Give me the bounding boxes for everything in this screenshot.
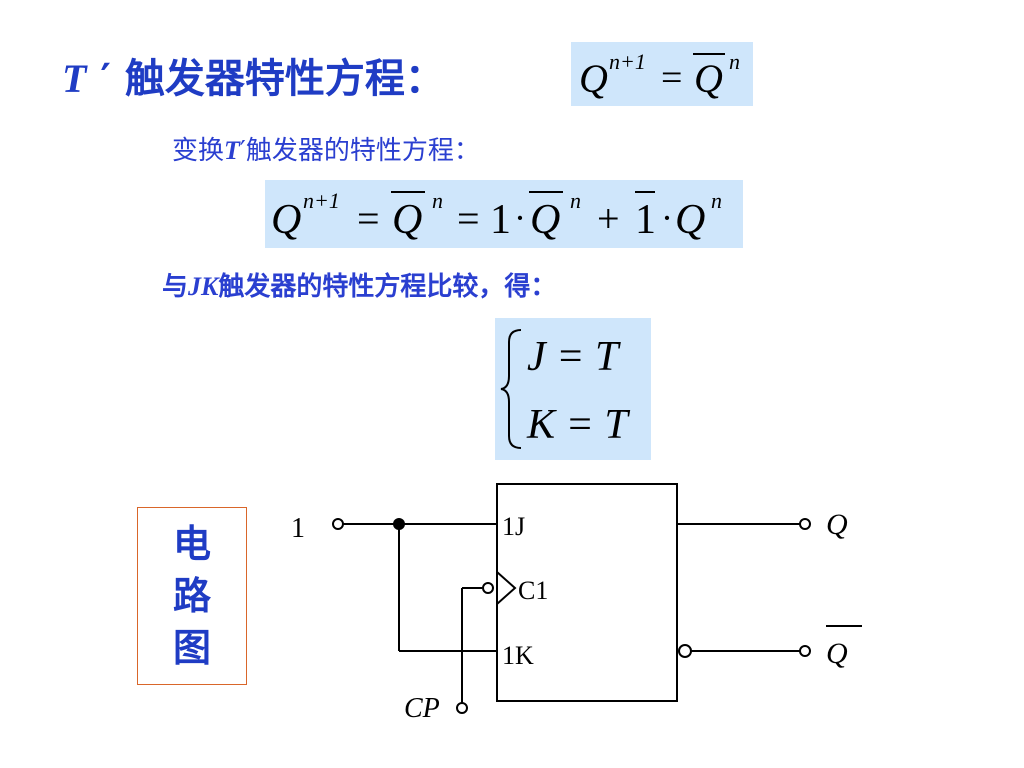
clock-triangle-icon [496, 571, 517, 605]
eq-dot: · [514, 198, 526, 238]
q-output-label: Q [826, 508, 848, 541]
eq-q: Q [271, 197, 301, 243]
qbar-inversion-bubble [678, 644, 692, 658]
clock-terminal [456, 702, 468, 714]
system-line-1: J = T [527, 334, 621, 380]
qbar-terminal [799, 645, 811, 657]
pin-c1-label: C1 [518, 576, 548, 605]
subtitle: 变换T′触发器的特性方程： [172, 130, 480, 167]
brace-icon [500, 329, 522, 449]
eq-qbar-2: Q [530, 197, 560, 243]
main-equation: Q n+1 = Q n = 1 · Q n + 1 · Q n [271, 188, 722, 243]
subtitle-prime: ′ [239, 136, 246, 166]
circuit-label-char-3: 图 [172, 626, 211, 670]
pin-1j-label: 1J [502, 512, 525, 541]
title-equation: Q n+1 = Q n [579, 49, 740, 101]
circuit-label: 电 路 图 [137, 507, 247, 685]
eq-qbar: Q [392, 197, 422, 243]
eq-equals-2: = [457, 196, 480, 241]
subtitle-var: T [224, 136, 240, 165]
eq-superscript: n+1 [609, 49, 646, 74]
eq-dot-2: · [661, 198, 673, 238]
circuit-label-char-2: 路 [172, 574, 211, 618]
eq-superscript-n: n [729, 49, 740, 74]
subtitle-prefix: 变换 [172, 136, 225, 166]
eq-q-2: Q [675, 197, 705, 243]
title-prime: ′ [100, 56, 111, 102]
eq-superscript: n+1 [303, 188, 340, 213]
compare-suffix: 触发器的特性方程比较，得： [218, 272, 557, 302]
eq-equals: = [357, 196, 380, 241]
circuit-label-char-1: 电 [172, 522, 211, 566]
system-equation: J = T K = T [500, 329, 630, 449]
page-title: T ′ 触发器特性方程： [62, 46, 445, 104]
flipflop-block [496, 483, 678, 702]
system-equation-box: J = T K = T [495, 318, 651, 460]
eq-equals: = [661, 57, 682, 99]
input-terminal [332, 518, 344, 530]
eq-one-bar: 1 [635, 197, 656, 243]
eq-superscript-n-3: n [711, 188, 722, 213]
eq-plus: + [597, 196, 620, 241]
compare-prefix: 与 [162, 272, 189, 302]
system-line-2: K = T [526, 402, 630, 448]
compare-var: JK [188, 272, 219, 301]
input-one-label: 1 [291, 513, 305, 544]
title-equation-box: Q n+1 = Q n [571, 42, 753, 106]
clock-label: CP [404, 693, 440, 724]
q-terminal [799, 518, 811, 530]
title-text: 触发器特性方程： [124, 56, 445, 102]
eq-superscript-n-2: n [570, 188, 581, 213]
main-equation-box: Q n+1 = Q n = 1 · Q n + 1 · Q n [265, 180, 743, 248]
eq-qbar: Q [694, 56, 723, 101]
pin-1k-label: 1K [502, 641, 534, 670]
eq-one: 1 [490, 197, 511, 243]
eq-superscript-n: n [432, 188, 443, 213]
qbar-output-label: Q [826, 637, 848, 670]
eq-q: Q [579, 56, 608, 101]
subtitle-text: 触发器的特性方程： [245, 136, 480, 166]
clock-inversion-bubble [482, 582, 494, 594]
title-var: T [62, 56, 87, 101]
compare-text: 与JK触发器的特性方程比较，得： [162, 266, 556, 303]
